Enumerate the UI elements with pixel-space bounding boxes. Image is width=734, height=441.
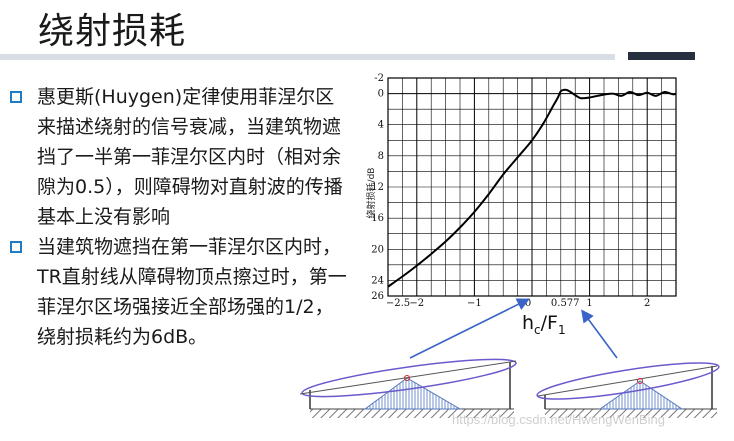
square-bullet-icon (10, 91, 22, 103)
bullet-text: 当建筑物遮挡在第一菲涅尔区内时，TR直射线从障碍物顶点擦过时，第一菲涅尔区场强接… (37, 236, 347, 348)
bullet-item: 当建筑物遮挡在第一菲涅尔区内时，TR直射线从障碍物顶点擦过时，第一菲涅尔区场强接… (10, 232, 350, 352)
chart-y-tick-label: 26 (371, 291, 384, 302)
chart-x-tick-label: 0.577 (551, 298, 580, 309)
obstacle-tip-marker (404, 375, 410, 381)
obstacle-tip-marker (637, 378, 643, 384)
title-underline-bar (0, 54, 615, 60)
chart-y-tick-label: 16 (371, 213, 384, 224)
chart-y-tick-label: 8 (378, 151, 384, 162)
fresnel-zone-ellipse (301, 358, 517, 398)
chart-y-tick-label: 12 (371, 182, 384, 193)
chart-x-tick-label: −1 (467, 298, 482, 309)
obstacle-mountain (598, 380, 684, 410)
chart-x-tick-label: 2 (644, 298, 650, 309)
direct-ray-line (537, 365, 718, 397)
chart-y-tick-label: 24 (371, 275, 384, 286)
chart-y-tick-label: 20 (371, 244, 384, 255)
bullet-text: 惠更斯(Huygen)定律使用菲涅尔区来描述绕射的信号衰减，当建筑物遮挡了一半第… (37, 86, 343, 228)
chart-x-tick-label: −2 (409, 298, 424, 309)
chart-y-axis-label: 绕射损耗/dB (365, 168, 377, 219)
formula-label: hc/F1 (522, 312, 566, 337)
arrow-to-chart-right (581, 309, 618, 359)
chart-y-tick-label: 0 (378, 89, 384, 100)
chart-x-tick-label: 1 (586, 298, 592, 309)
watermark-text: https://blog.csdn.net/HwengWenBing (452, 412, 665, 427)
chart-x-tick-label: 0 (525, 298, 531, 309)
slide-title: 绕射损耗 (38, 11, 187, 52)
chart-x-tick-label: −2.5 (386, 298, 410, 309)
chart-grid (387, 77, 677, 297)
chart-line-series (387, 88, 677, 288)
direct-ray-line (299, 360, 517, 395)
chart-y-tick-label: -2 (374, 73, 384, 84)
fresnel-zone-ellipse (536, 362, 720, 400)
obstacle-mountain (363, 377, 462, 410)
bullet-item: 惠更斯(Huygen)定律使用菲涅尔区来描述绕射的信号衰减，当建筑物遮挡了一半第… (10, 82, 350, 232)
fresnel-diagram-right (536, 362, 720, 418)
title-accent-bar (628, 52, 695, 60)
square-bullet-icon (10, 241, 22, 253)
chart-y-tick-label: 4 (378, 120, 384, 131)
fresnel-diagram-left (299, 358, 517, 418)
